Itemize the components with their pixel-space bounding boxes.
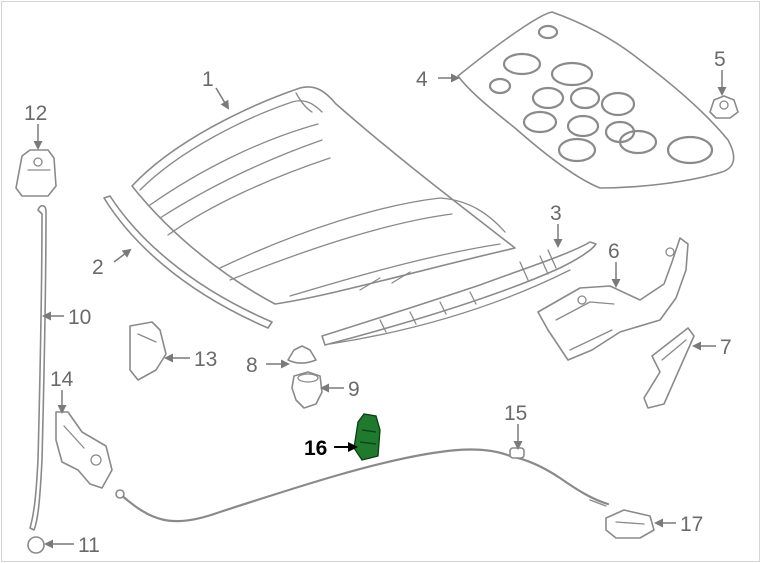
callout-17: 17 [680, 513, 703, 536]
grommet-part-8 [287, 345, 317, 364]
callout-14: 14 [50, 368, 74, 391]
callout-15: 15 [504, 402, 527, 425]
bracket-part-13 [129, 321, 167, 381]
hood-lock-part-14 [55, 411, 113, 489]
hood-seal-part [103, 195, 273, 329]
leader-2 [113, 248, 132, 263]
highlighted-latch-part-16 [353, 413, 381, 461]
hood-hinge-part [537, 237, 689, 361]
callout-4: 4 [416, 68, 428, 91]
washer-part-11 [27, 536, 45, 554]
callout-6: 6 [608, 240, 620, 263]
callout-3: 3 [550, 202, 562, 225]
callout-1: 1 [202, 68, 214, 91]
callout-10: 10 [68, 306, 91, 329]
bumper-stop-part-9 [291, 371, 323, 409]
callout-7: 7 [720, 336, 732, 359]
hood-part [131, 86, 516, 305]
prop-rod-part [29, 204, 47, 531]
release-cable-part [115, 447, 610, 523]
weatherstrip-part [321, 241, 597, 346]
callout-16: 16 [304, 437, 327, 460]
rod-holder-part-12 [15, 149, 57, 197]
callout-11: 11 [78, 534, 100, 557]
callout-9: 9 [348, 378, 360, 401]
callout-12: 12 [24, 102, 47, 125]
clip-part-5 [709, 95, 739, 119]
callout-5: 5 [714, 48, 726, 71]
callout-2: 2 [92, 256, 104, 279]
leader-lines [33, 70, 727, 549]
bracket-part-7 [643, 327, 695, 409]
release-handle-part-17 [605, 509, 655, 539]
callout-13: 13 [194, 348, 217, 371]
leader-1 [215, 87, 230, 110]
callout-labels: 1 2 3 4 5 6 7 8 9 10 11 12 13 14 15 16 1… [24, 48, 732, 557]
insulation-pad-part [457, 11, 735, 189]
callout-8: 8 [246, 354, 258, 377]
